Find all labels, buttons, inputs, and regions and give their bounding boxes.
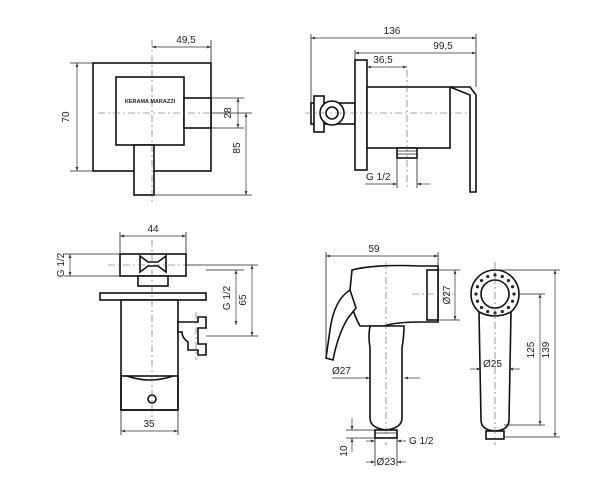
side-lever (449, 86, 477, 193)
spray-nozzle (479, 278, 484, 283)
bottom-view: 44 G 1/2 G 1/2 65 35 (56, 224, 258, 435)
dim-g12-holder: G 1/2 (222, 285, 233, 310)
dim-49-5: 49,5 (176, 35, 196, 46)
dim-125: 125 (526, 341, 537, 358)
dim-d23: Ø23 (377, 457, 396, 468)
side-wall-plate (354, 59, 368, 171)
shower-head (349, 264, 439, 327)
spray-nozzle (475, 285, 480, 289)
spray-nozzle (479, 305, 484, 310)
spray-nozzle (500, 274, 504, 279)
valve-body (115, 76, 185, 146)
trigger-lever (325, 288, 357, 362)
stem (137, 275, 169, 287)
dim-d27-grip: Ø27 (332, 366, 351, 377)
dim-65: 65 (238, 294, 249, 306)
nut-hex (139, 254, 167, 274)
spray-nozzle (506, 305, 511, 310)
spray-nozzle (486, 274, 490, 279)
spray-nozzle (506, 278, 511, 283)
dim-g12-hose: G 1/2 (409, 436, 434, 447)
side-view: 136 99,5 36,5 G 1/2 (305, 26, 477, 193)
shower-holder (177, 316, 207, 356)
dim-136: 136 (384, 26, 401, 37)
head-face (426, 269, 439, 321)
body-curve (126, 375, 174, 381)
handshower-side-view: 59 Ø27 Ø27 10 G 1/2 Ø23 (325, 244, 460, 468)
dim-g12-top: G 1/2 (56, 252, 67, 277)
spray-nozzle (474, 292, 478, 296)
dim-10: 10 (339, 445, 350, 457)
dim-g12-side: G 1/2 (366, 172, 391, 183)
dim-d25: Ø25 (483, 359, 502, 370)
side-valve-body (366, 86, 451, 149)
bottom-body (120, 299, 179, 411)
spray-nozzle (475, 299, 480, 303)
dim-139: 139 (541, 341, 552, 358)
spray-nozzles (474, 273, 516, 315)
spray-nozzle (512, 292, 516, 296)
spray-nozzle (493, 273, 497, 277)
dim-85: 85 (232, 142, 243, 154)
front-view: KERAMA MARAZZI 49,5 70 28 85 (61, 35, 252, 205)
mount-flange (99, 292, 207, 301)
dim-d27-head: Ø27 (442, 285, 453, 304)
shower-grip (368, 325, 405, 431)
spray-nozzle (486, 309, 490, 314)
dim-70: 70 (61, 111, 72, 123)
body-base (120, 375, 179, 411)
spray-nozzle (510, 285, 515, 289)
dim-35: 35 (143, 419, 155, 430)
dim-99-5: 99,5 (433, 41, 453, 52)
dim-59: 59 (368, 244, 380, 255)
dim-44: 44 (147, 224, 159, 235)
spray-nozzle (510, 299, 515, 303)
handshower-front-view: Ø25 125 139 (470, 262, 560, 445)
dim-36-5: 36,5 (373, 55, 393, 66)
spray-nozzle (500, 309, 504, 314)
brand-text: KERAMA MARAZZI (125, 99, 176, 105)
lever-handle (133, 144, 155, 196)
